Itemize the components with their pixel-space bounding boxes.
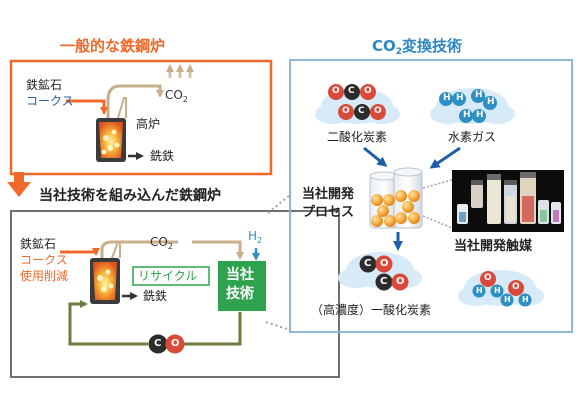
- atom-c: C: [380, 276, 388, 287]
- co-molecule: [375, 273, 409, 291]
- integrated-title: 当社技術を組み込んだ鉄鋼炉: [39, 188, 221, 204]
- recycle-co-oxygen: O: [171, 338, 180, 349]
- atom-h: H: [475, 90, 483, 100]
- coke-label: コークス: [26, 94, 74, 108]
- co2-conversion-title: CO2変換技術: [372, 37, 463, 57]
- co2-in-arrow: [363, 146, 388, 167]
- h2-label: H2: [248, 229, 263, 245]
- catalyst-link: [422, 179, 453, 189]
- h2-molecule: [459, 109, 486, 123]
- iron-ore-label: 鉄鉱石: [26, 78, 63, 92]
- atom-o: O: [512, 282, 520, 292]
- atom-h: H: [463, 110, 471, 120]
- atom-h: H: [487, 97, 495, 107]
- feed-arrow: [66, 99, 108, 115]
- reactor-vessels: [369, 167, 423, 229]
- coke-reduced-label: 使用削減: [20, 269, 69, 283]
- process-label-line2: プロセス: [302, 205, 355, 220]
- catalyst-label: 当社開発触媒: [454, 239, 533, 254]
- atom-o: O: [396, 276, 405, 287]
- tech-label-line1: 当社: [226, 267, 254, 283]
- h2o-molecule: [500, 280, 532, 307]
- atom-o: O: [374, 106, 382, 116]
- recycle-box: [132, 266, 210, 286]
- recycle-co-carbon: C: [154, 338, 162, 349]
- atom-h: H: [476, 110, 484, 120]
- co2-molecule-label: 二酸化炭素: [327, 130, 388, 144]
- co-molecule-label: （高濃度）一酸化炭素: [311, 303, 432, 317]
- h2-molecule: [471, 89, 497, 110]
- feed-arrow-integrated: [60, 248, 100, 256]
- co2-to-tech-arrow: [192, 240, 244, 260]
- integrated-frame: [10, 210, 340, 378]
- dotted-connector-bottom: [265, 321, 291, 331]
- recycle-loop-left: [68, 300, 148, 346]
- atom-o: O: [380, 258, 389, 269]
- pig-iron-label-integrated: 銑鉄: [143, 289, 168, 303]
- blast-furnace-top: [96, 84, 164, 162]
- atom-h: H: [456, 93, 464, 103]
- transition-arrow: [7, 172, 31, 197]
- co-molecule: [359, 255, 393, 273]
- conventional-title: 一般的な鉄鋼炉: [60, 37, 166, 55]
- pig-iron-label: 銑鉄: [150, 149, 175, 163]
- atom-o: O: [332, 86, 340, 96]
- atom-h: H: [494, 286, 501, 295]
- h2o-molecule: [472, 271, 504, 298]
- co2-molecule: [338, 104, 386, 120]
- atom-o: O: [484, 273, 492, 283]
- catalyst-photo: [452, 170, 564, 232]
- atom-o: O: [364, 86, 372, 96]
- atom-h: H: [476, 286, 483, 295]
- co2-label-integrated: CO2: [150, 235, 173, 251]
- conventional-frame: [9, 59, 273, 176]
- recycle-co-molecule: [148, 334, 185, 354]
- co2-label: CO2: [165, 88, 188, 104]
- h2-molecule-label: 水素ガス: [448, 130, 497, 144]
- integrated-furnace: [90, 240, 125, 304]
- iron-ore-label-integrated: 鉄鉱石: [20, 237, 57, 251]
- tech-box: [218, 261, 266, 311]
- atom-h: H: [504, 295, 511, 304]
- recycle-loop-right: [182, 312, 242, 346]
- blast-furnace-label: 高炉: [136, 117, 161, 131]
- atom-c: C: [358, 106, 365, 116]
- tech-label-line2: 技術: [226, 286, 254, 302]
- catalyst-link: [422, 215, 453, 229]
- atom-o: O: [342, 106, 350, 116]
- co2-conversion-frame: [289, 59, 573, 333]
- process-label-line1: 当社開発: [302, 187, 355, 202]
- atom-c: C: [364, 258, 372, 269]
- coke-label-integrated: コークス: [20, 253, 68, 267]
- co2-molecule: [328, 84, 376, 100]
- atom-h: H: [522, 295, 529, 304]
- recycle-label: リサイクル: [138, 269, 198, 283]
- h2-molecule: [439, 92, 466, 106]
- atom-c: C: [348, 86, 355, 96]
- h2-in-arrow: [429, 146, 461, 169]
- atom-h: H: [443, 93, 451, 103]
